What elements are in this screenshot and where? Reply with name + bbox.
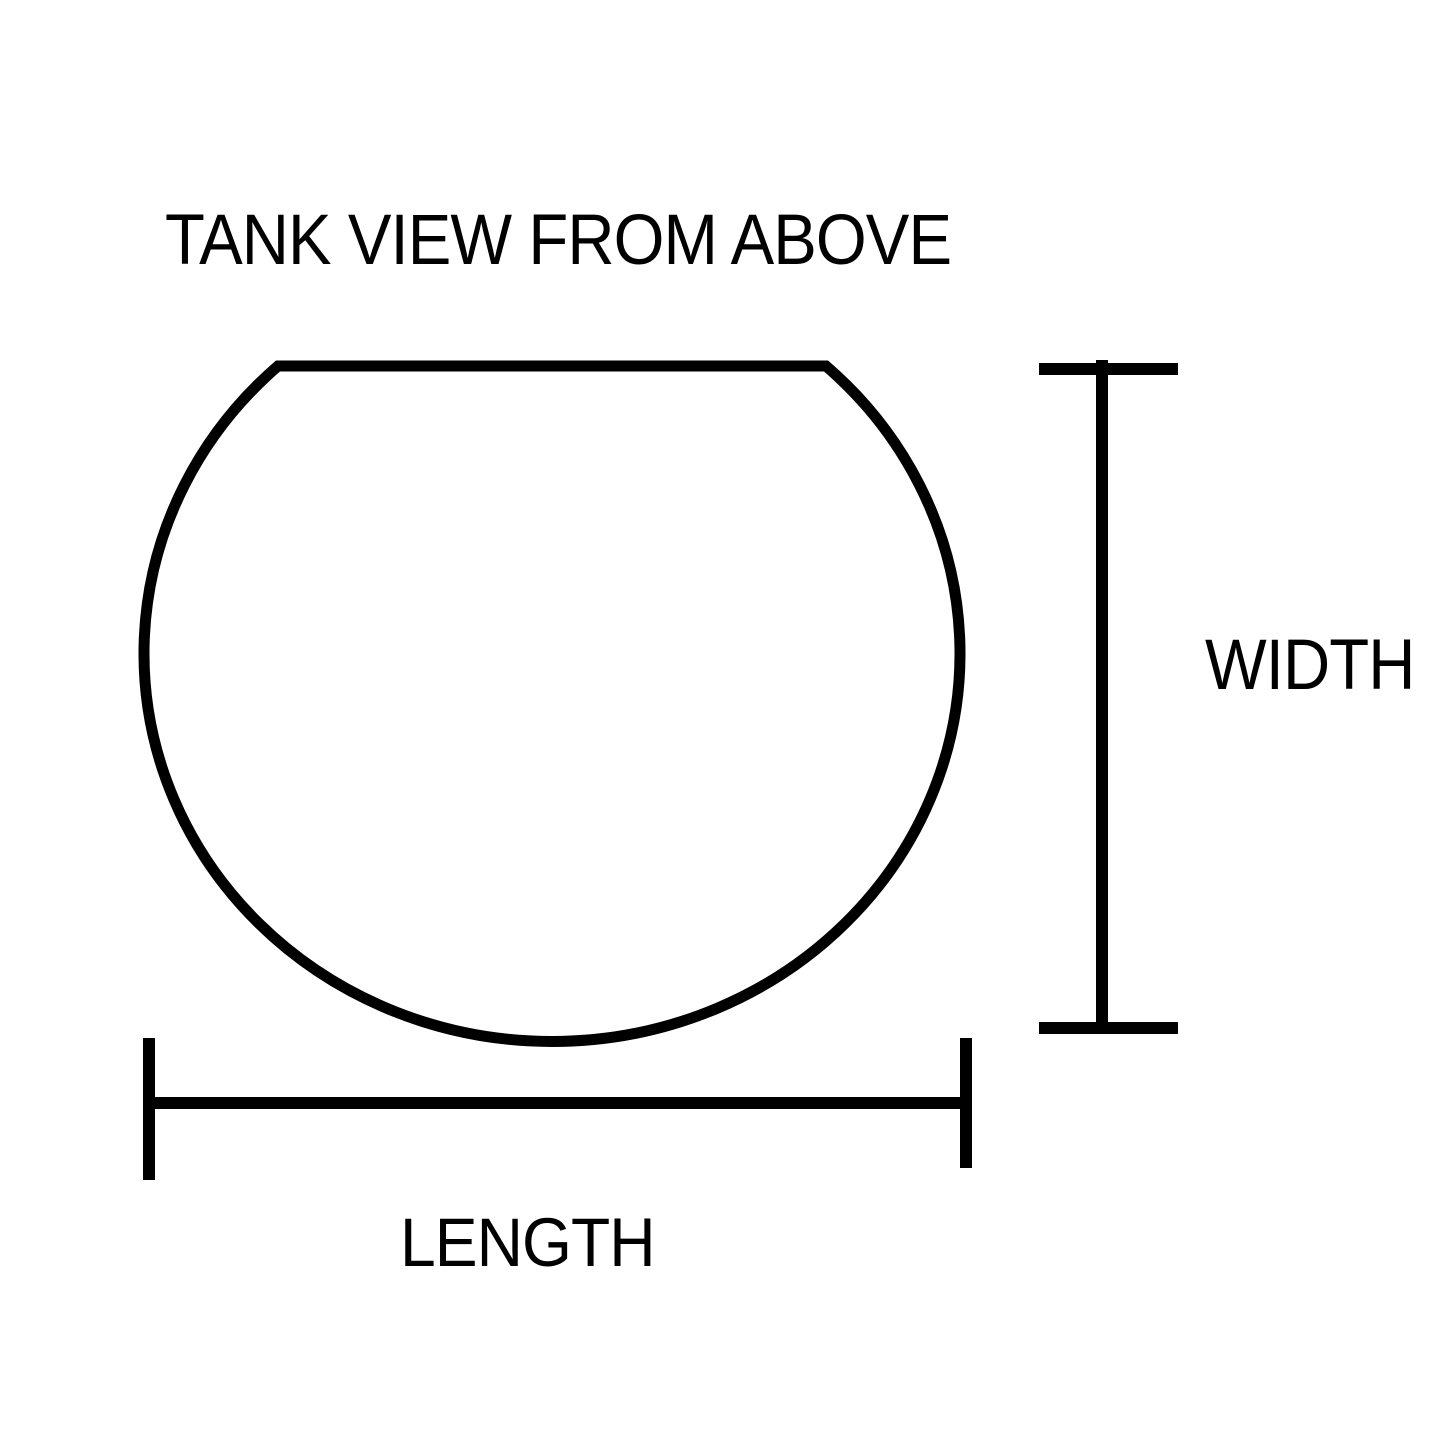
tank-outline <box>138 360 966 1047</box>
length-label: LENGTH <box>400 1204 656 1281</box>
width-label: WIDTH <box>1205 626 1415 705</box>
diagram-title: TANK VIEW FROM ABOVE <box>165 201 952 280</box>
width-dimension <box>1039 360 1178 1034</box>
length-dimension <box>143 1038 972 1180</box>
